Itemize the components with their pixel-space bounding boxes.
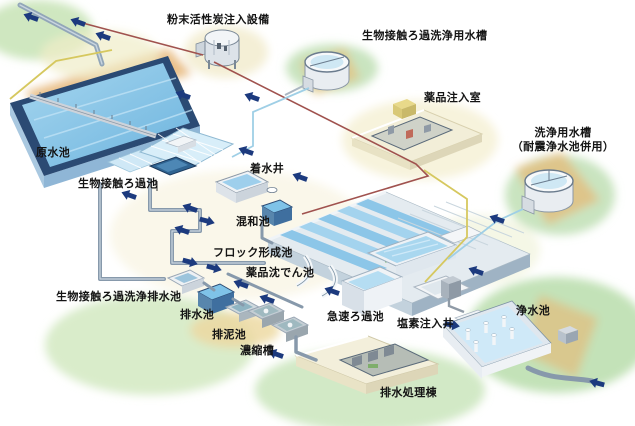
label-sludge-pond: 排泥池 [212, 329, 247, 341]
clean-water-pond [442, 300, 578, 379]
wash-water-tank [521, 169, 574, 215]
vent-box [558, 326, 578, 344]
carbon-dosing-line [74, 20, 430, 215]
flow-arrow-icon [242, 89, 261, 105]
label-drain-pond: 排水池 [180, 309, 215, 321]
label-rapid-filter-pond: 急速ろ過池 [327, 311, 384, 323]
chemical-dosing-line-left [9, 49, 113, 100]
powdered-carbon-facility [195, 29, 240, 69]
thickener-tanks [246, 302, 310, 342]
label-bio-contact-wash-tank: 生物接触ろ過洗浄用水槽 [362, 30, 488, 42]
label-bio-contact-wash-drain-pond: 生物接触ろ過洗浄排水池 [56, 291, 182, 303]
label-floc-formation-pond: フロック形成池 [213, 247, 293, 259]
drain-pond-basin [196, 283, 236, 314]
wash-water-line-top [231, 87, 310, 158]
label-chemical-sedimentation-pond: 薬品沈でん池 [246, 267, 315, 279]
label-mixing-pond: 混和池 [236, 216, 271, 228]
chemical-dosing-line-right [423, 169, 468, 283]
reservoir-pillars [466, 317, 514, 352]
chemical-injection-room [350, 99, 484, 170]
receiving-well [214, 170, 278, 203]
label-thickener: 濃縮槽 [240, 345, 275, 357]
label-chemical-injection-room: 薬品注入室 [424, 92, 481, 104]
label-raw-water-pond: 原水池 [36, 147, 71, 159]
label-wash-water-tank: 洗浄用水槽 （耐震浄水池併用） [511, 127, 615, 154]
rapid-filter-pond [340, 225, 483, 315]
label-receiving-well: 着水井 [250, 163, 285, 175]
bio-contact-wash-drain-pond-basin [166, 269, 206, 294]
pond-walkway [29, 92, 157, 139]
mixing-pond [260, 199, 294, 226]
label-chlorine-injection-well: 塩素注入井 [397, 318, 454, 330]
label-drain-treatment-building: 排水処理棟 [380, 387, 437, 399]
bio-contact-filter-pond [106, 127, 235, 176]
drain-treatment-building [294, 335, 440, 394]
label-clean-water-pond: 浄水池 [516, 305, 551, 317]
label-bio-contact-filter-pond: 生物接触ろ過池 [78, 178, 158, 190]
bio-contact-wash-tank [284, 51, 350, 96]
label-powdered-carbon-facility: 粉末活性炭注入設備 [167, 14, 270, 26]
process-pipes-highlight [19, 4, 265, 280]
